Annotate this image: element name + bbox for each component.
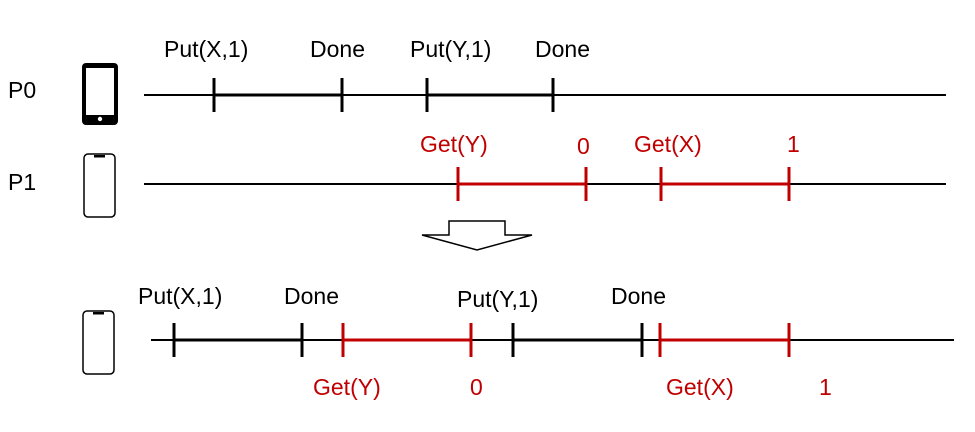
p0-op-2-response-label: Done (535, 36, 590, 62)
p1-op-1-call-label: Get(Y) (420, 131, 488, 157)
p1-op-2-response-label: 1 (787, 131, 800, 157)
p0-op-1: Put(X,1) Done (164, 36, 365, 112)
merged-op-3: Put(Y,1) Done (457, 283, 666, 357)
smartphone-filled-icon (82, 63, 118, 125)
merged-op-1: Put(X,1) Done (138, 283, 339, 357)
merged-op-3-call-label: Put(Y,1) (457, 286, 538, 312)
merged-op-1-call-label: Put(X,1) (138, 283, 222, 309)
p1-op-1-response-label: 0 (577, 133, 590, 159)
smartphone-outline-icon (83, 153, 116, 218)
merged-op-2-response-label: 0 (470, 374, 483, 400)
merged-op-2-call-label: Get(Y) (313, 374, 381, 400)
p0-op-1-response-label: Done (310, 36, 365, 62)
process-label-p0: P0 (8, 77, 36, 103)
p1-op-2: Get(X) 1 (634, 131, 800, 201)
p0-op-2: Put(Y,1) Done (410, 36, 590, 112)
merged-op-4-call-label: Get(X) (666, 374, 734, 400)
merged-op-1-response-label: Done (284, 283, 339, 309)
merged-op-2: Get(Y) 0 (313, 323, 483, 400)
p0-op-2-call-label: Put(Y,1) (410, 36, 491, 62)
merged-op-4: Get(X) 1 (658, 323, 832, 400)
process-label-p1: P1 (8, 169, 36, 195)
down-arrow-icon (421, 220, 533, 251)
p0-op-1-call-label: Put(X,1) (164, 36, 248, 62)
p1-op-1: Get(Y) 0 (420, 131, 590, 201)
smartphone-outline-icon (82, 310, 115, 375)
p1-op-2-call-label: Get(X) (634, 131, 702, 157)
merged-op-4-response-label: 1 (819, 374, 832, 400)
merged-op-3-response-label: Done (611, 283, 666, 309)
